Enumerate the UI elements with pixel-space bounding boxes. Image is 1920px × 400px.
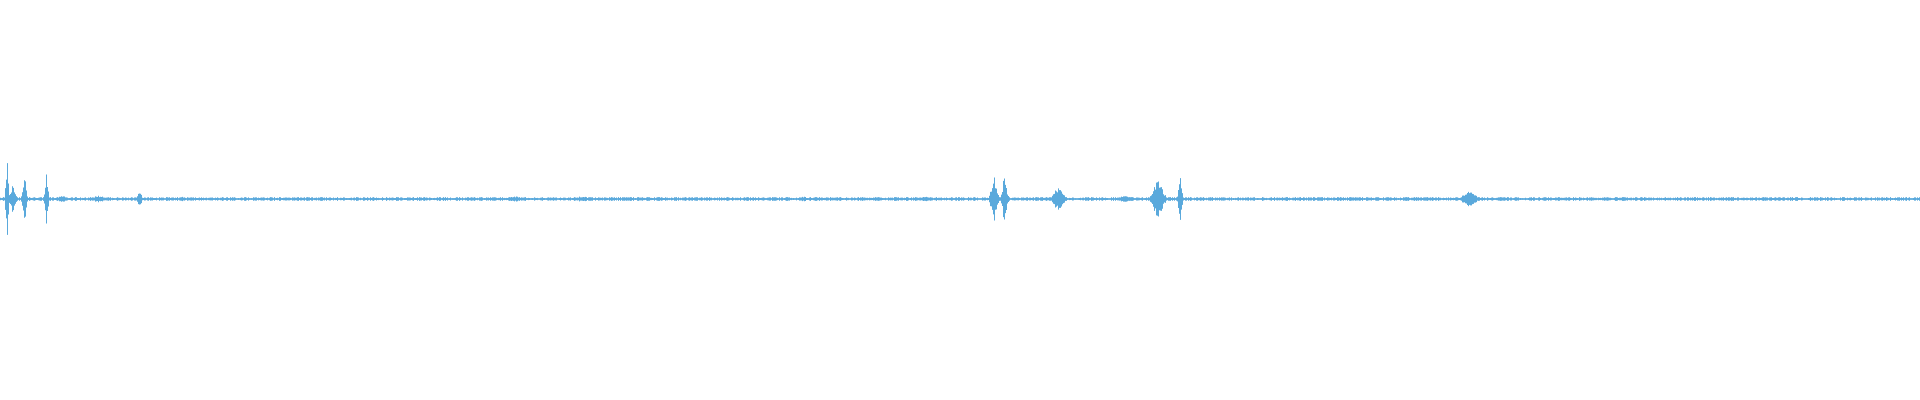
waveform-amplitude	[0, 163, 1920, 235]
